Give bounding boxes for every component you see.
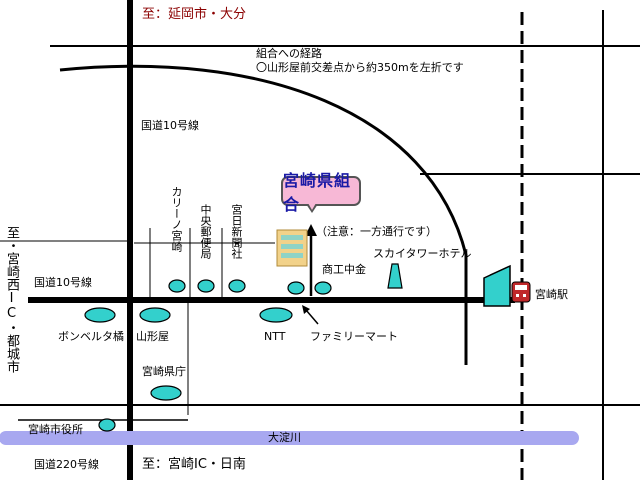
marker-shoko	[314, 281, 332, 295]
marker-cityoffice	[98, 418, 116, 432]
familymart-pointer-shaft	[305, 309, 319, 325]
marker-ntt	[259, 307, 293, 323]
road-label-route10-left: 国道10号線	[34, 276, 92, 289]
marker-skytower	[387, 263, 403, 289]
label-skytower: スカイタワーホテル	[373, 247, 472, 260]
label-prefoffice: 宮崎県庁	[142, 365, 186, 378]
callout-tail-inner	[308, 203, 316, 210]
label-familymart: ファミリーマート	[310, 330, 398, 343]
label-ntt: NTT	[264, 330, 286, 343]
direction-north: 至：延岡市・大分	[142, 7, 247, 22]
direction-south: 至：宮崎IC・日南	[142, 457, 246, 472]
label-bonbelta: ボンベルタ橘	[58, 330, 124, 343]
label-nichinichi: 宮日新聞社	[230, 204, 243, 259]
station-roof-line	[489, 265, 511, 276]
one-way-note: （注意：一方通行です）	[316, 225, 437, 238]
train-icon	[511, 281, 531, 303]
label-yamakataya: 山形屋	[136, 330, 169, 343]
marker-familymart	[287, 281, 305, 295]
curved-road	[59, 64, 468, 365]
familymart-pointer-head	[302, 305, 310, 314]
label-shoko: 商工中金	[322, 263, 366, 276]
building-window-row	[281, 253, 303, 258]
label-karino: カリーノ宮崎	[170, 186, 183, 252]
marker-yamakataya	[139, 307, 171, 323]
marker-yubinkyoku	[197, 279, 215, 293]
route-note-title: 組合への経路	[256, 47, 322, 60]
label-yubinkyoku: 中央郵便局	[199, 204, 212, 259]
building-window-row	[281, 244, 303, 249]
office-callout: 宮崎県組合	[281, 171, 361, 214]
label-river: 大淀川	[268, 431, 301, 444]
office-name: 宮崎県組合	[283, 171, 352, 214]
route-note-detail: 〇山形屋前交差点から約350mを左折です	[256, 61, 464, 74]
label-cityoffice: 宮崎市役所	[28, 423, 83, 436]
one-way-arrow-head	[305, 224, 317, 236]
marker-prefoffice	[150, 385, 182, 401]
marker-karino	[168, 279, 186, 293]
road-label-route220: 国道220号線	[34, 458, 99, 471]
direction-west: 至・宮崎西IC・都城市	[4, 226, 19, 373]
marker-bonbelta	[84, 307, 116, 323]
marker-nichinichi	[228, 279, 246, 293]
building-window-row	[281, 235, 303, 240]
road-label-route10-upper: 国道10号線	[141, 119, 199, 132]
label-station: 宮崎駅	[535, 288, 568, 301]
